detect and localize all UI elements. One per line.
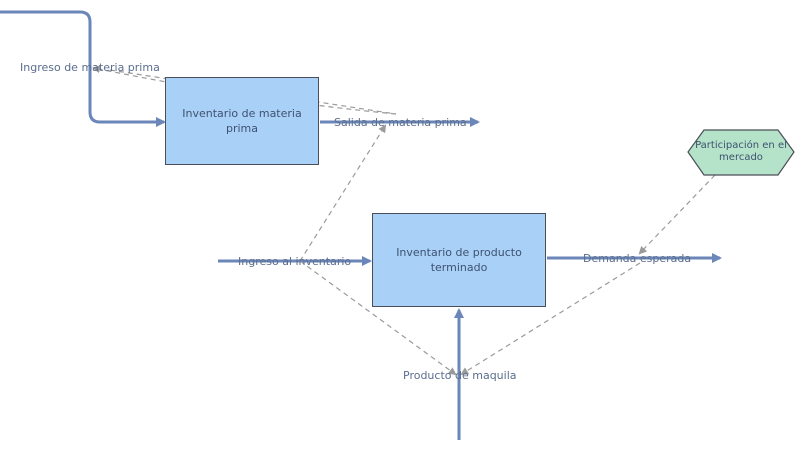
link-demand-to-outsourced[interactable] xyxy=(460,262,641,376)
flow-label-raw-material-outflow[interactable]: Salida de materia prima xyxy=(334,116,467,129)
flow-label-inventory-inflow[interactable]: Ingreso al inventario xyxy=(238,255,352,268)
stock-raw-material-inventory[interactable]: Inventario de materia prima xyxy=(165,77,319,165)
flow-label-raw-material-inflow[interactable]: Ingreso de materia prima xyxy=(20,61,160,74)
market-share-label: Participación en el mercado xyxy=(695,140,787,163)
flow-label-outsourced-product[interactable]: Producto de maquila xyxy=(403,369,517,382)
flow-label-expected-demand[interactable]: Demanda esperada xyxy=(583,252,692,265)
stock-finished-product-inventory[interactable]: Inventario de producto terminado xyxy=(372,213,546,307)
link-market-share-to-demand[interactable] xyxy=(638,174,716,255)
flow-pipe-raw-inflow[interactable] xyxy=(0,10,166,127)
link-raw-outflow-to-raw-inflow[interactable] xyxy=(92,65,397,115)
market-share-variable[interactable]: Participación en el mercado xyxy=(688,128,794,176)
market-share-hexagon[interactable] xyxy=(687,129,795,176)
link-inventory-inflow-to-outsourced[interactable] xyxy=(299,260,457,376)
